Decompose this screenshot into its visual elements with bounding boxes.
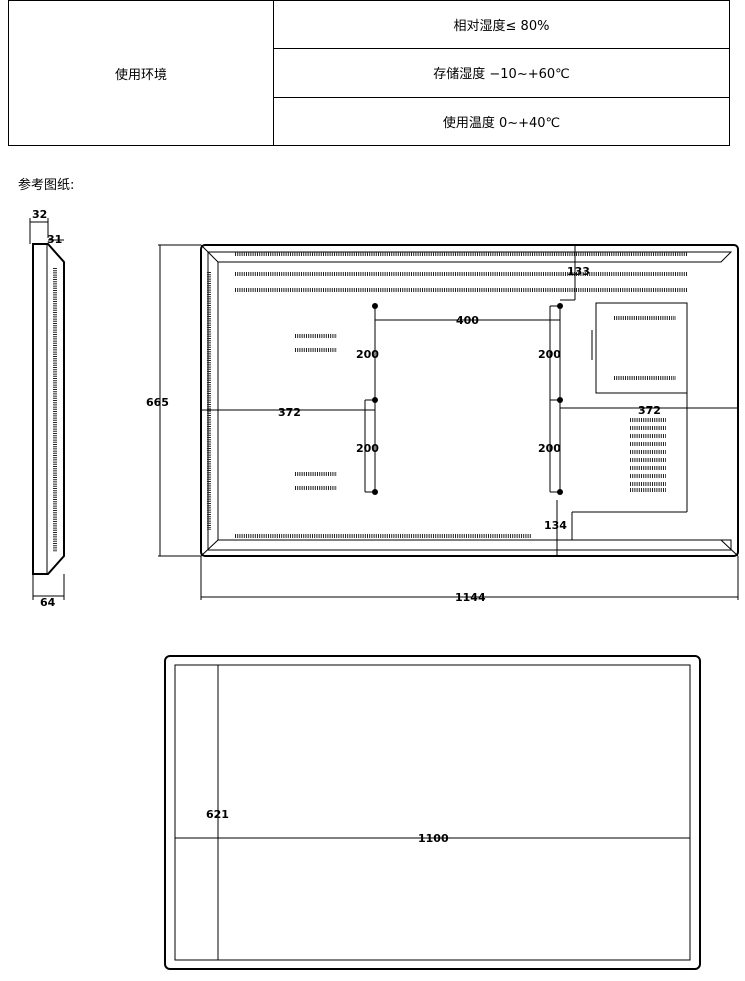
table-row: 使用环境 相对湿度≤ 80% bbox=[8, 0, 730, 146]
side-dim-32: 32 bbox=[32, 208, 47, 221]
spec-operating-temp-cell: 使用温度 0~+40℃ bbox=[273, 96, 730, 147]
front-dim-1100: 1100 bbox=[418, 832, 449, 845]
front-dim-621: 621 bbox=[206, 808, 229, 821]
rear-dim-400: 400 bbox=[456, 314, 479, 327]
mount-hole bbox=[372, 397, 378, 403]
rear-dim-1144: 1144 bbox=[455, 591, 486, 604]
rear-dim-665: 665 bbox=[146, 396, 169, 409]
rear-dim-200-ll: 200 bbox=[356, 442, 379, 455]
rear-view: 665 1144 400 200 200 200 200 372 372 133… bbox=[146, 244, 739, 604]
mount-hole bbox=[557, 303, 563, 309]
side-view: 32 31 64 bbox=[29, 208, 65, 609]
rear-dim-372-left: 372 bbox=[278, 406, 301, 419]
mount-hole bbox=[372, 489, 378, 495]
table-row: 使用温度 0~+40℃ bbox=[9, 96, 730, 147]
rear-dim-200-ur: 200 bbox=[538, 348, 561, 361]
mount-hole bbox=[557, 489, 563, 495]
mount-hole bbox=[372, 303, 378, 309]
spec-humidity-cell: 相对湿度≤ 80% bbox=[273, 0, 730, 50]
rear-dim-200-lr: 200 bbox=[538, 442, 561, 455]
category-cell: 使用环境 bbox=[8, 0, 274, 146]
side-dim-64: 64 bbox=[40, 596, 56, 609]
reference-drawing-title: 参考图纸: bbox=[18, 178, 75, 193]
rear-dim-200-ul: 200 bbox=[356, 348, 379, 361]
rear-dim-133: 133 bbox=[567, 265, 590, 278]
front-view: 621 1100 bbox=[164, 655, 701, 970]
rear-dim-372-right: 372 bbox=[638, 404, 661, 417]
mount-hole bbox=[557, 397, 563, 403]
side-dim-31: 31 bbox=[47, 233, 62, 246]
environment-spec-table: 使用环境 相对湿度≤ 80% 存储湿度 −10~+60℃ 使用温度 0~+40℃ bbox=[8, 0, 730, 147]
rear-dim-134: 134 bbox=[544, 519, 567, 532]
vent-grid bbox=[630, 418, 666, 492]
